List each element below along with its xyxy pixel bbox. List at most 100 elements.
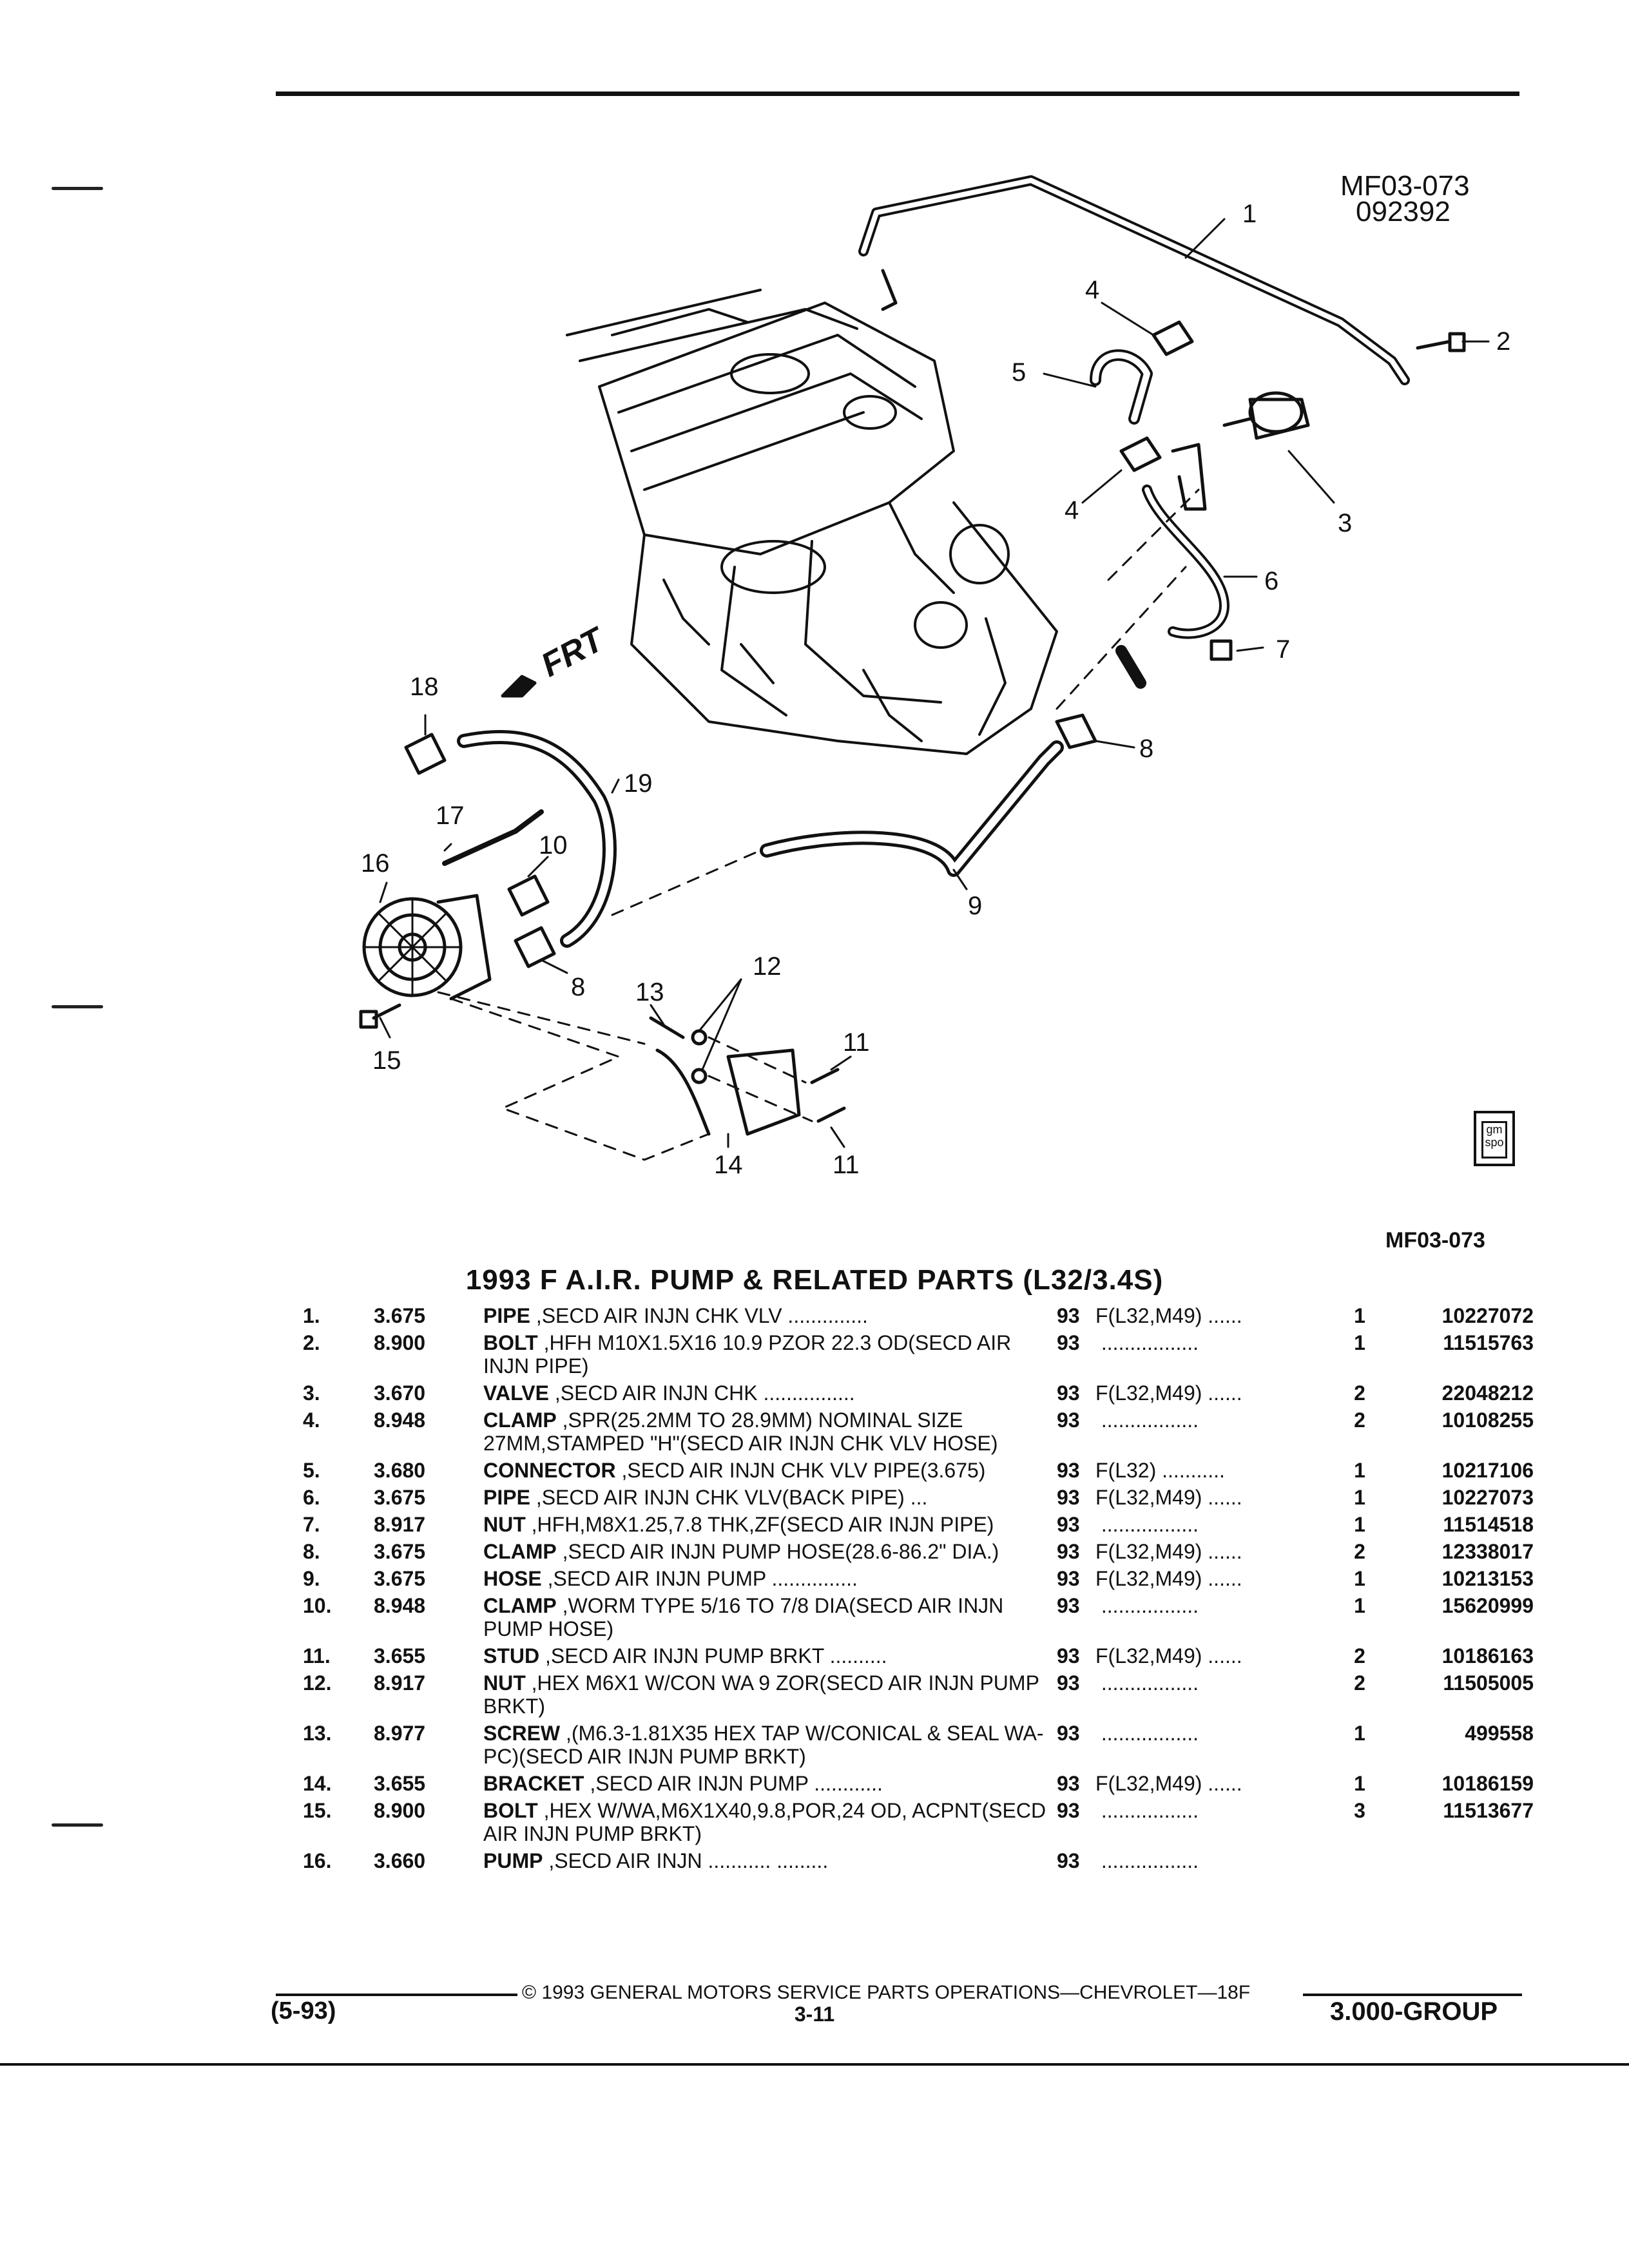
application: ................. <box>1095 1331 1199 1354</box>
callout-14: 14 <box>714 1151 743 1179</box>
part-description: STUD ,SECD AIR INJN PUMP BRKT .......... <box>483 1640 1057 1667</box>
model-year: 93 <box>1057 1381 1080 1405</box>
application: F(L32) ........... <box>1095 1459 1225 1482</box>
callout-1: 1 <box>1242 200 1257 228</box>
top-rule <box>276 91 1519 96</box>
part-number: 499558 <box>1465 1722 1534 1745</box>
model-year: 93 <box>1057 1331 1080 1354</box>
quantity: 2 <box>1354 1540 1365 1563</box>
callout-18: 18 <box>410 673 439 701</box>
part-number: 11514518 <box>1443 1513 1534 1536</box>
parts-row: 12. 8.917 NUT ,HEX M6X1 W/CON WA 9 ZOR(SEC… <box>303 1667 1534 1718</box>
quantity: 1 <box>1354 1567 1365 1590</box>
model-year: 93 <box>1057 1671 1080 1695</box>
part-detail: ,SECD AIR INJN CHK VLV .............. <box>530 1304 868 1327</box>
group-number: 3.655 <box>374 1772 426 1795</box>
part-name: PIPE <box>483 1486 530 1509</box>
callout-3: 3 <box>1338 509 1353 537</box>
model-year: 93 <box>1057 1644 1080 1667</box>
group-number: 8.900 <box>374 1331 426 1354</box>
callout-10: 10 <box>539 831 568 860</box>
item-number: 4. <box>303 1408 320 1432</box>
application: F(L32,M49) ...... <box>1095 1381 1242 1405</box>
group-number: 8.917 <box>374 1671 426 1695</box>
footer-rule-right <box>1303 1994 1522 1996</box>
item-number: 14. <box>303 1772 332 1795</box>
part-detail: ,SECD AIR INJN CHK ................ <box>548 1381 855 1405</box>
group-number: 3.655 <box>374 1644 426 1667</box>
group-number: 3.675 <box>374 1540 426 1563</box>
part-detail: ,WORM TYPE 5/16 TO 7/8 DIA(SECD AIR INJN… <box>483 1594 1004 1640</box>
quantity: 1 <box>1354 1304 1365 1327</box>
group-number: 3.680 <box>374 1459 426 1482</box>
application: ................. <box>1095 1594 1199 1617</box>
callout-11b: 11 <box>833 1151 860 1179</box>
pump-part-16 <box>362 894 492 1001</box>
footer-copyright: © 1993 GENERAL MOTORS SERVICE PARTS OPER… <box>522 1982 1251 2003</box>
application: ................. <box>1095 1722 1199 1745</box>
part-description: CONNECTOR ,SECD AIR INJN CHK VLV PIPE(3.… <box>483 1455 1057 1482</box>
part-description: VALVE ,SECD AIR INJN CHK ...............… <box>483 1378 1057 1405</box>
item-number: 8. <box>303 1540 320 1563</box>
quantity: 1 <box>1354 1486 1365 1509</box>
model-year: 93 <box>1057 1772 1080 1795</box>
part-number: 10227072 <box>1441 1304 1534 1327</box>
group-number: 3.660 <box>374 1849 426 1872</box>
item-number: 13. <box>303 1722 332 1745</box>
application: ................. <box>1095 1671 1199 1695</box>
application: F(L32,M49) ...... <box>1095 1772 1242 1795</box>
engine-illustration <box>566 289 1058 755</box>
gm-spo-logo-text: gm spo <box>1481 1121 1507 1158</box>
part-description: BOLT ,HEX W/WA,M6X1X40,9.8,POR,24 OD, AC… <box>483 1795 1057 1845</box>
part-description: CLAMP ,SECD AIR INJN PUMP HOSE(28.6-86.2… <box>483 1536 1057 1563</box>
quantity: 1 <box>1354 1772 1365 1795</box>
quantity <box>1340 1845 1379 1872</box>
quantity: 3 <box>1354 1799 1365 1822</box>
group-number: 8.948 <box>374 1594 426 1617</box>
callout-15: 15 <box>372 1046 401 1075</box>
part-description: BOLT ,HFH M10X1.5X16 10.9 PZOR 22.3 OD(S… <box>483 1327 1057 1378</box>
gm-spo-logo: gm spo <box>1474 1111 1515 1166</box>
group-number: 3.675 <box>374 1304 426 1327</box>
item-number: 2. <box>303 1331 320 1354</box>
item-number: 12. <box>303 1671 332 1695</box>
quantity: 1 <box>1354 1722 1365 1745</box>
callout-8b: 8 <box>571 973 586 1001</box>
part-number: 10227073 <box>1441 1486 1534 1509</box>
callout-4a: 4 <box>1085 276 1100 304</box>
quantity: 1 <box>1354 1594 1365 1617</box>
callout-16: 16 <box>361 849 390 878</box>
part-detail: ,SECD AIR INJN ........... ......... <box>543 1849 829 1872</box>
application: ................. <box>1095 1513 1199 1536</box>
part-number: 11513677 <box>1443 1799 1534 1822</box>
item-number: 11. <box>303 1644 331 1667</box>
quantity: 1 <box>1354 1459 1365 1482</box>
quantity: 2 <box>1354 1381 1365 1405</box>
part-detail: ,HFH,M8X1.25,7.8 THK,ZF(SECD AIR INJN PI… <box>525 1513 994 1536</box>
part-name: STUD <box>483 1644 540 1667</box>
group-number: 3.675 <box>374 1567 426 1590</box>
model-year: 93 <box>1057 1459 1080 1482</box>
part-name: NUT <box>483 1513 526 1536</box>
part-name: CLAMP <box>483 1408 557 1432</box>
part-description: NUT ,HEX M6X1 W/CON WA 9 ZOR(SECD AIR IN… <box>483 1667 1057 1718</box>
part-name: CLAMP <box>483 1540 557 1563</box>
part-detail: ,HFH M10X1.5X16 10.9 PZOR 22.3 OD(SECD A… <box>483 1331 1012 1378</box>
pipe-part-1 <box>858 175 1410 385</box>
part-name: PIPE <box>483 1304 530 1327</box>
item-number: 7. <box>303 1513 320 1536</box>
part-name: CLAMP <box>483 1594 557 1617</box>
application: F(L32,M49) ...... <box>1095 1304 1242 1327</box>
part-detail: ,SPR(25.2MM TO 28.9MM) NOMINAL SIZE 27MM… <box>483 1408 998 1455</box>
ref-code-bottom: MF03-073 <box>1385 1228 1485 1253</box>
part-description: PIPE ,SECD AIR INJN CHK VLV(BACK PIPE) .… <box>483 1482 1057 1509</box>
quantity: 1 <box>1354 1513 1365 1536</box>
parts-row: 2. 8.900 BOLT ,HFH M10X1.5X16 10.9 PZOR 22… <box>303 1327 1534 1378</box>
callout-11a: 11 <box>843 1028 870 1057</box>
part-detail: ,SECD AIR INJN CHK VLV(BACK PIPE) ... <box>530 1486 928 1509</box>
part-description: NUT ,HFH,M8X1.25,7.8 THK,ZF(SECD AIR INJ… <box>483 1509 1057 1536</box>
